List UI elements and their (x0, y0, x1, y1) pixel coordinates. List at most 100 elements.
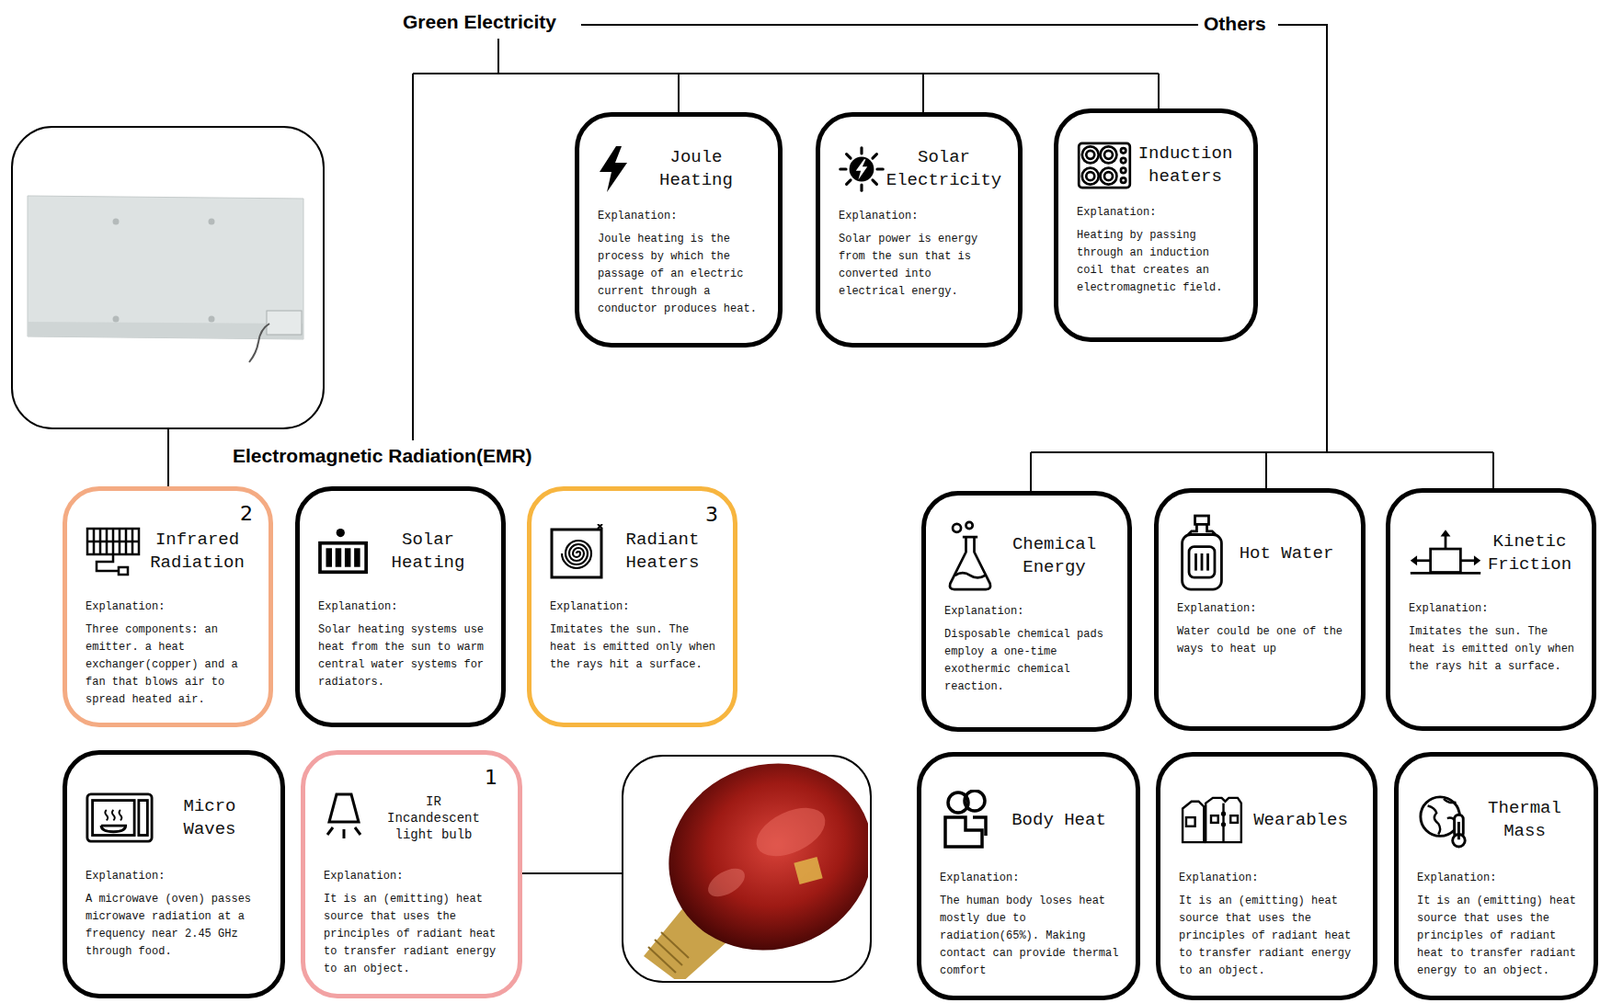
leader-line (167, 428, 170, 487)
bulb-dome (642, 758, 869, 979)
box-icon-shape (1182, 798, 1242, 843)
box-header: Solar Heating (318, 503, 487, 600)
heater-box: Hot WaterExplanation:Water could be one … (1154, 488, 1366, 732)
body-text: Disposable chemical pads employ a one-ti… (944, 626, 1113, 697)
tree-line (1265, 452, 1268, 489)
box-heading: IR Incandescent light bulb (383, 793, 485, 845)
box-icon-shape (1420, 797, 1465, 847)
box-icon (944, 520, 996, 593)
tree-lines (168, 24, 1494, 874)
box-header: Micro Waves (85, 767, 266, 869)
box-header: Radiant Heaters (549, 503, 719, 600)
box-icon-shape (1078, 143, 1131, 188)
explanation-label: Explanation: (549, 599, 719, 615)
panel-cable (249, 323, 270, 363)
body-text: Heating by passing through an induction … (1076, 227, 1239, 298)
box-header: Chemical Energy (944, 508, 1113, 605)
box-header: Solar Electricity (838, 129, 1004, 209)
box-icon-shape (1410, 529, 1481, 573)
callout-number: 3 (705, 502, 719, 526)
box-heading: Radiant Heaters (617, 528, 709, 574)
tree-line (411, 73, 414, 441)
box-header: IR Incandescent light bulb (323, 767, 503, 869)
box-icon-shape (551, 524, 603, 578)
branch-label: Others (1203, 12, 1267, 35)
leader-line (522, 872, 623, 875)
panel-screws (113, 218, 216, 323)
box-header: Wearables (1178, 769, 1359, 871)
explanation-label: Explanation: (85, 599, 254, 615)
branch-label: Green Electricity (402, 11, 557, 34)
box-heading: Induction heaters (1134, 142, 1236, 188)
panel-plug (266, 310, 302, 335)
body-text: A microwave (oven) passes microwave radi… (85, 891, 266, 961)
box-header: Thermal Mass (1417, 769, 1579, 871)
box-icon-shape (945, 790, 986, 847)
box-icon (549, 524, 607, 580)
heater-box: Kinetic FrictionExplanation:Imitates the… (1385, 488, 1597, 732)
tree-line (1157, 73, 1160, 109)
explanation-label: Explanation: (939, 870, 1121, 886)
explanation-label: Explanation: (1408, 601, 1578, 617)
box-heading: Micro Waves (177, 795, 242, 841)
explanation-label: Explanation: (838, 208, 1004, 224)
box-icon-shape (840, 148, 883, 191)
tree-line (1029, 452, 1032, 492)
box-icon (597, 146, 629, 193)
explanation-label: Explanation: (1178, 870, 1359, 886)
tree-line (581, 23, 1199, 26)
box-heading: Solar Heating (382, 528, 475, 574)
box-header: Body Heat (939, 769, 1121, 871)
box-icon-shape (87, 793, 152, 841)
bulb-glint (748, 798, 833, 867)
body-text: Solar power is energy from the sun that … (838, 230, 1004, 301)
box-icon-shape (327, 794, 361, 839)
body-text: It is an (emitting) heat source that use… (1178, 892, 1359, 981)
heater-box: Joule HeatingExplanation:Joule heating i… (574, 112, 783, 348)
box-icon-shape (1182, 515, 1223, 590)
bulb-glint (703, 863, 750, 903)
box-header: Joule Heating (597, 129, 764, 209)
body-text: Water could be one of the ways to heat u… (1177, 623, 1347, 659)
body-text: Solar heating systems use heat from the … (318, 621, 487, 692)
box-header: Infrared Radiation (85, 503, 254, 600)
explanation-label: Explanation: (1076, 205, 1239, 220)
box-icon (85, 792, 154, 846)
explanation-label: Explanation: (323, 868, 503, 884)
box-icon-shape (320, 528, 366, 572)
body-text: Imitates the sun. The heat is emitted on… (549, 621, 719, 675)
photo-frame (11, 126, 324, 429)
box-icon-shape (599, 146, 628, 193)
tree-line (497, 38, 500, 74)
tree-line (922, 73, 925, 113)
box-icon (939, 789, 997, 851)
heater-box: Induction heatersExplanation: Heating by … (1053, 108, 1258, 343)
box-icon (1417, 791, 1471, 849)
box-icon (318, 527, 370, 576)
explanation-label: Explanation: (85, 868, 266, 884)
box-header: Hot Water (1177, 505, 1347, 602)
callout-number: 2 (240, 502, 253, 526)
box-icon-shape (949, 522, 991, 590)
heater-box: WearablesExplanation: It is an (emitting)… (1155, 752, 1378, 1001)
explanation-label: Explanation: (318, 599, 487, 615)
explanation-label: Explanation: (944, 604, 1113, 619)
box-header: Kinetic Friction (1408, 505, 1578, 602)
box-icon (85, 525, 141, 579)
box-heading: Thermal Mass (1487, 797, 1562, 843)
box-heading: Solar Electricity (885, 146, 1003, 192)
explanation-label: Explanation: (597, 208, 764, 224)
body-text: Three components: an emitter. a heat exc… (85, 621, 254, 709)
bulb-stamp (793, 857, 823, 885)
body-text: It is an (emitting) heat source that use… (323, 891, 503, 979)
tree-line (1278, 24, 1327, 453)
bulb-photo (622, 735, 899, 984)
callout-number: 1 (484, 765, 498, 789)
body-text: It is an (emitting) heat source that use… (1417, 892, 1579, 981)
box-heading: Wearables (1250, 809, 1352, 833)
box-icon (1178, 794, 1244, 846)
heater-box: Solar HeatingExplanation: Solar heating s… (295, 486, 506, 728)
box-heading: Infrared Radiation (147, 528, 249, 574)
tree-line (412, 72, 1159, 75)
